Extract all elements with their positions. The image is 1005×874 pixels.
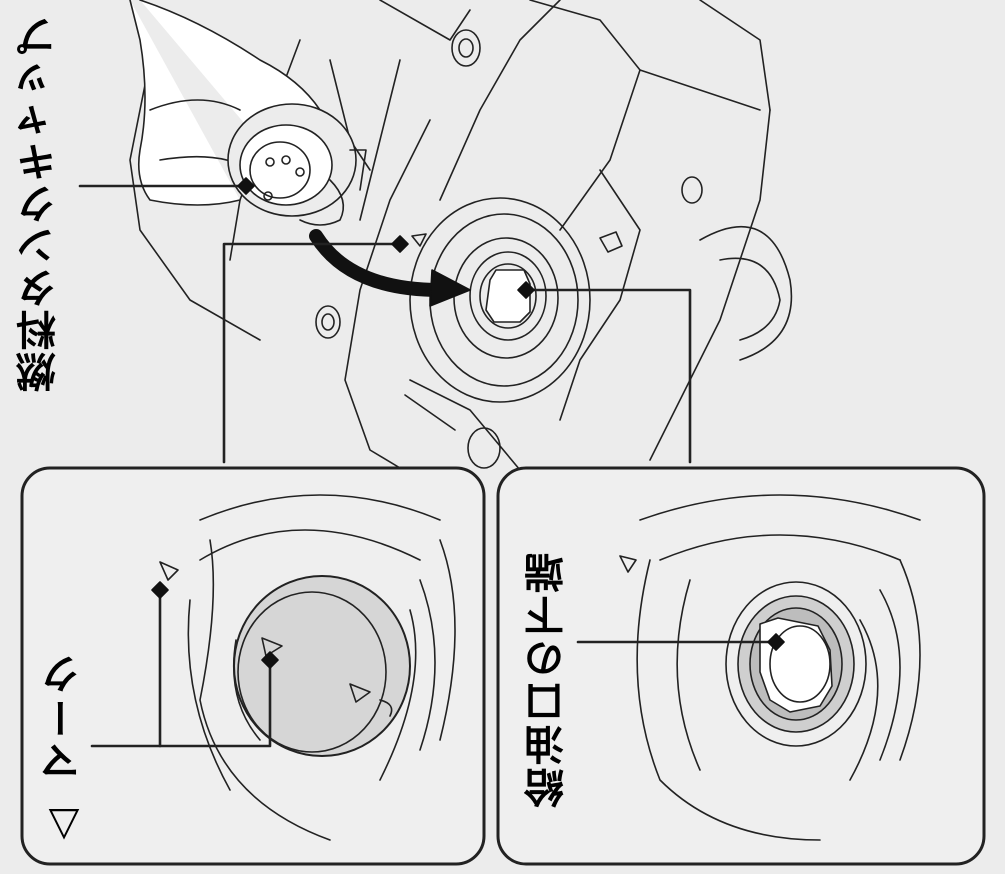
filler-inlet-bottom-label: 給油口の下端	[525, 550, 571, 808]
triangle-mark-icon-panel-top	[159, 561, 179, 581]
install-arrow	[309, 229, 447, 297]
fuel-tank-cap-label: 燃料タンクキャップ	[17, 14, 63, 392]
triangle-mark-icon-panel-inlet	[349, 683, 371, 703]
triangle-mark-icon-top	[411, 233, 427, 247]
hand-with-cap	[129, 0, 367, 226]
detail-panel-inlet-bottom	[496, 466, 986, 866]
machine-body-outline	[129, 0, 793, 481]
triangle-mark-label: △ マーク	[41, 650, 87, 850]
fastener-holes	[315, 29, 703, 469]
triangle-mark-icon-panel-cap	[261, 637, 283, 657]
leader-lines	[78, 184, 692, 464]
detail-panel-triangle-mark	[20, 466, 486, 866]
triangle-mark-icon-right-panel	[619, 555, 637, 573]
